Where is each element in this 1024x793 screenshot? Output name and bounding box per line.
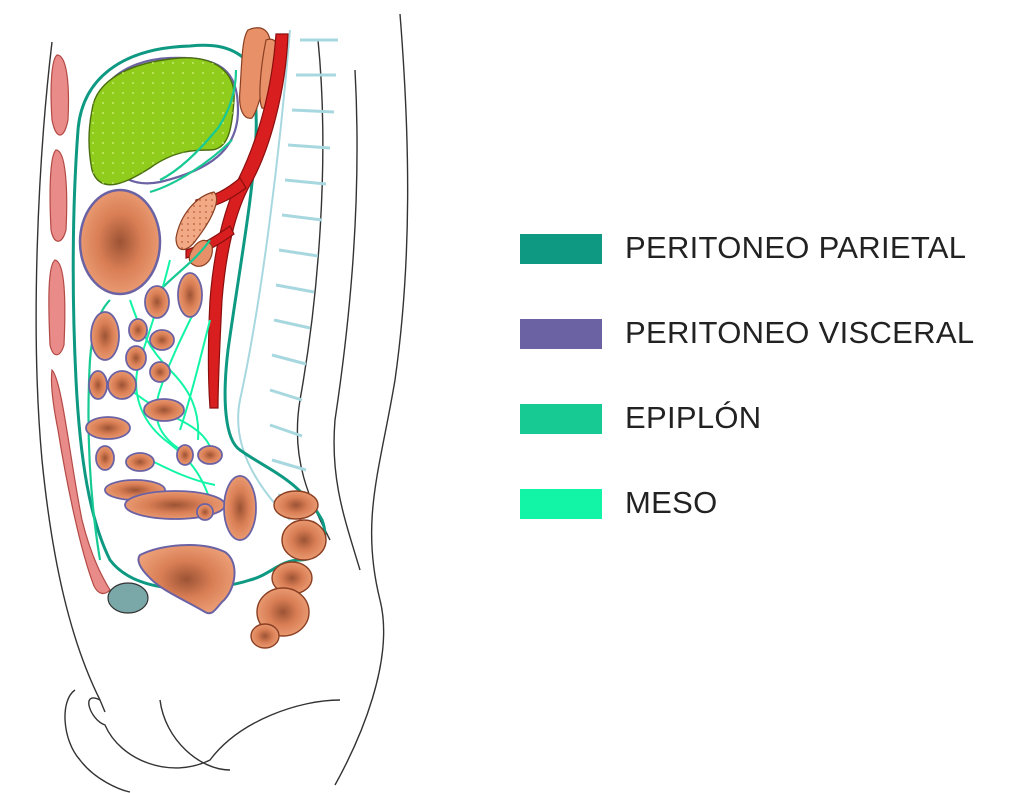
legend-swatch-meso — [520, 489, 602, 519]
stomach — [78, 188, 162, 296]
legend-item-epiplon: EPIPLÓN — [520, 398, 1015, 483]
visceral-peritoneum-outline — [94, 56, 240, 185]
legend-label-peritoneo-parietal: PERITONEO PARIETAL — [625, 230, 967, 265]
legend-label-peritoneo-visceral: PERITONEO VISCERAL — [625, 315, 975, 350]
pubic-bone — [107, 582, 149, 614]
legend-swatch-peritoneo-visceral — [520, 319, 602, 349]
legend-label-epiplon: EPIPLÓN — [625, 400, 762, 435]
legend-swatch-peritoneo-parietal — [520, 234, 602, 264]
spine-front-line — [237, 29, 291, 521]
vertebral-column — [269, 38, 338, 532]
body-outline — [35, 13, 409, 793]
legend-item-peritoneo-visceral: PERITONEO VISCERAL — [520, 313, 1015, 398]
pancreas — [175, 191, 218, 251]
legend-item-peritoneo-parietal: PERITONEO PARIETAL — [520, 228, 1015, 313]
legend: PERITONEO PARIETAL PERITONEO VISCERAL EP… — [520, 228, 1015, 568]
intestine-loops — [85, 272, 257, 541]
legend-swatch-epiplon — [520, 404, 602, 434]
bladder — [137, 543, 236, 615]
liver-texture — [89, 57, 235, 185]
rectus-muscle — [48, 54, 111, 595]
legend-label-meso: MESO — [625, 485, 718, 520]
colon-rectum — [250, 490, 327, 649]
legend-item-meso: MESO — [520, 483, 1015, 568]
